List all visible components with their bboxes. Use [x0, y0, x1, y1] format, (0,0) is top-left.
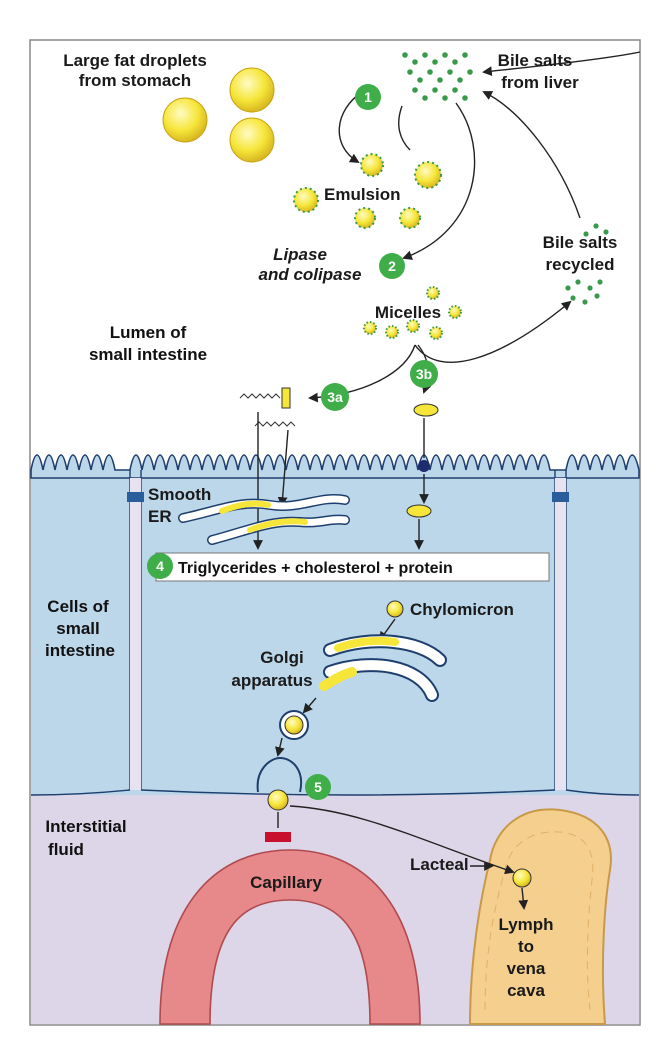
lymph-label-3: vena [507, 959, 546, 978]
step-2-badge: 2 [379, 253, 405, 279]
lacteal [468, 808, 612, 1025]
fat-droplets-label: Large fat droplets [63, 51, 207, 70]
capillary-label: Capillary [250, 873, 322, 892]
step-1-badge: 1 [355, 84, 381, 110]
released-chylomicron [267, 789, 289, 811]
triglycerides-label: Triglycerides + cholesterol + protein [178, 560, 453, 577]
exocytosis-pocket [256, 756, 303, 793]
cells-region-label-2: small [56, 619, 99, 638]
svg-text:3a: 3a [327, 389, 343, 405]
capillary-pore [265, 832, 291, 842]
fat-droplets-label-2: from stomach [79, 71, 191, 90]
lumen-region-label: Lumen of [110, 323, 187, 342]
bile-salt-cluster-liver [402, 52, 473, 101]
capillary [159, 849, 421, 1025]
lumen-region-label-2: small intestine [89, 345, 207, 364]
chylomicron [386, 600, 404, 618]
svg-text:5: 5 [314, 779, 322, 795]
golgi-label: Golgi [260, 648, 303, 667]
cholesterol-pathway [406, 403, 439, 550]
bile-salts-liver-label-2: from liver [501, 73, 579, 92]
lymph-label-2: to [518, 937, 534, 956]
bile-recycled-label: Bile salts [543, 233, 618, 252]
bile-salt-cluster-recycled [565, 223, 609, 305]
lymph-label-4: cava [507, 981, 545, 1000]
step-5-badge: 5 [305, 774, 331, 800]
bile-salts-liver-label: Bile salts [498, 51, 573, 70]
large-fat-droplets [162, 67, 275, 163]
interstitial-region-label: Interstitial [45, 817, 126, 836]
lacteal-chylomicron [512, 868, 532, 888]
svg-text:2: 2 [388, 258, 396, 274]
step-4-badge: 4 [147, 553, 173, 579]
smooth-er-label: Smooth [148, 485, 211, 504]
epithelial-cell-layer [30, 454, 640, 795]
cells-region-label-3: intestine [45, 641, 115, 660]
golgi-apparatus [319, 634, 447, 702]
micelles [363, 286, 462, 340]
lymph-label: Lymph [498, 915, 553, 934]
interstitial-region-label-2: fluid [48, 840, 84, 859]
chylomicron-label: Chylomicron [410, 600, 514, 619]
lipase-label-2: and colipase [259, 265, 362, 284]
smooth-er-label-2: ER [148, 507, 172, 526]
emulsion-label: Emulsion [324, 185, 401, 204]
svg-text:1: 1 [364, 89, 372, 105]
step-3a-badge: 3a [321, 383, 349, 411]
lipase-label: Lipase [273, 245, 327, 264]
emulsion-droplets [293, 153, 442, 229]
micelles-label: Micelles [375, 303, 441, 322]
step-3b-badge: 3b [410, 360, 438, 388]
svg-text:3b: 3b [416, 366, 432, 382]
smooth-er [178, 494, 350, 545]
bile-recycled-label-2: recycled [546, 255, 615, 274]
svg-text:4: 4 [156, 558, 164, 574]
golgi-label-2: apparatus [231, 671, 312, 690]
lacteal-label: Lacteal [410, 855, 469, 874]
cells-region-label: Cells of [47, 597, 109, 616]
